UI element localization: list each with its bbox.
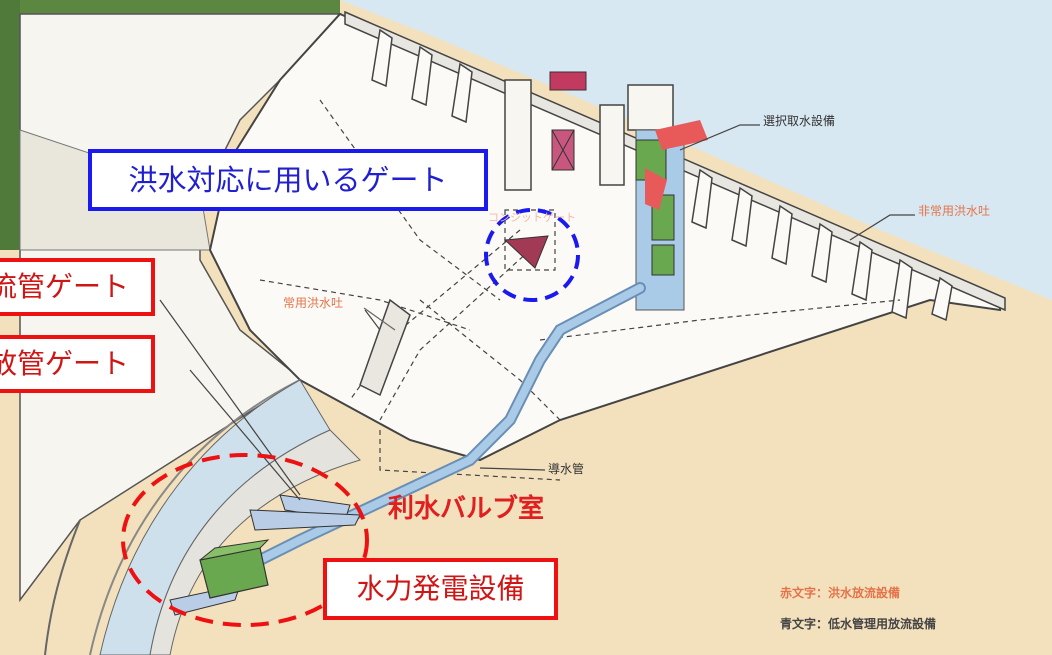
legend-blue: 青文字：低水管理用放流設備 bbox=[780, 617, 937, 631]
callout-pipe-gate-2: 放管ゲート bbox=[0, 335, 155, 393]
crest-tower-mid bbox=[599, 104, 625, 186]
label-faint-gate: コンジットゲート bbox=[488, 211, 576, 224]
valve-room-highlight-circle bbox=[121, 453, 369, 627]
crest-piers bbox=[371, 28, 953, 322]
label-regular-spillway: 常用洪水吐 bbox=[283, 296, 344, 310]
flood-gate-highlight-circle bbox=[484, 208, 580, 302]
crest-crane bbox=[549, 71, 587, 91]
legend-red: 赤文字：洪水放流設備 bbox=[780, 586, 901, 600]
flood-gate bbox=[503, 235, 549, 269]
pipe-gate-2 bbox=[249, 509, 361, 531]
photo-strip bbox=[0, 0, 20, 250]
callout-hydro: 水力発電設備 bbox=[323, 558, 558, 620]
callout-valve-room: 利水バルブ室 bbox=[388, 494, 545, 524]
label-intake: 選択取水設備 bbox=[763, 114, 836, 128]
intake-gate-3 bbox=[651, 244, 675, 276]
crest-tower-left bbox=[504, 79, 532, 191]
intake-tower-top bbox=[627, 84, 674, 131]
photo-strip-top bbox=[20, 0, 340, 14]
callout-flood-gate: 洪水対応に用いるゲート bbox=[88, 149, 488, 211]
label-emergency-spillway: 非常用洪水吐 bbox=[918, 204, 991, 218]
label-conduit: 導水管 bbox=[548, 462, 585, 476]
callout-pipe-gate-1: 流管ゲート bbox=[0, 258, 155, 316]
intake-red-arrow-2 bbox=[645, 168, 667, 210]
intake-red-arrow-1 bbox=[655, 120, 708, 150]
regular-spillway bbox=[359, 298, 411, 397]
leader-lines bbox=[159, 124, 915, 501]
